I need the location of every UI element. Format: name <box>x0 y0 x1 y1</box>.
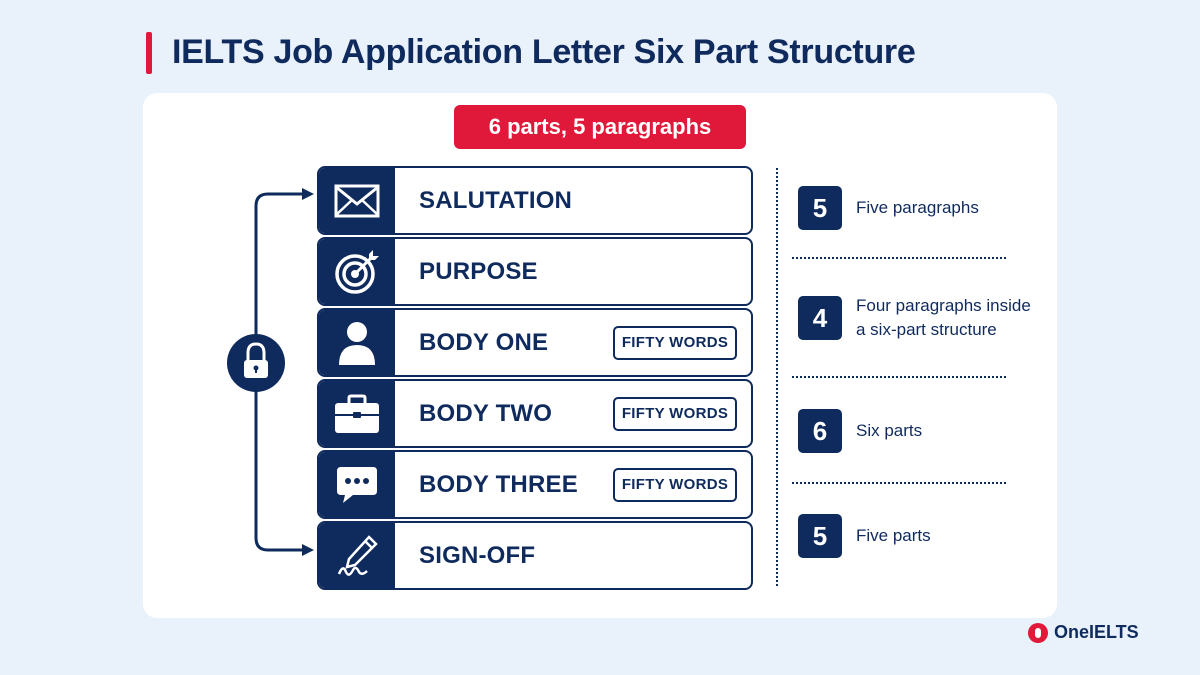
brand-name: OneIELTS <box>1054 622 1139 642</box>
stat-number: 5 <box>798 514 842 558</box>
person-icon <box>319 310 395 375</box>
envelope-icon <box>319 168 395 233</box>
word-count-badge: FIFTY WORDS <box>613 396 737 431</box>
part-row-purpose: PURPOSE <box>317 237 753 306</box>
stat-item: 5 Five parts <box>798 514 931 558</box>
divider-vertical <box>776 168 778 586</box>
stat-text: Five parts <box>856 524 931 548</box>
stat-text: Four paragraphs inside a six-part struct… <box>856 294 1031 342</box>
word-count-badge: FIFTY WORDS <box>613 467 737 502</box>
part-label: BODY THREE <box>419 470 578 498</box>
part-row-body-one: BODY ONE FIFTY WORDS <box>317 308 753 377</box>
part-row-body-three: BODY THREE FIFTY WORDS <box>317 450 753 519</box>
part-label: PURPOSE <box>419 257 538 285</box>
word-count-badge: FIFTY WORDS <box>613 325 737 360</box>
lock-icon <box>227 334 285 392</box>
stat-line: Five parts <box>856 526 931 545</box>
brand-logo: OneIELTS <box>1028 622 1139 643</box>
stat-line: Six parts <box>856 421 923 440</box>
page-title: IELTS Job Application Letter Six Part St… <box>172 33 916 71</box>
divider-horizontal <box>792 257 1006 259</box>
part-row-body-two: BODY TWO FIFTY WORDS <box>317 379 753 448</box>
stat-line: Four paragraphs inside <box>856 296 1031 315</box>
part-label: BODY TWO <box>419 399 553 427</box>
stat-number: 5 <box>798 186 842 230</box>
part-row-salutation: SALUTATION <box>317 166 753 235</box>
brand-mark-icon <box>1028 622 1048 643</box>
chat-bubble-icon <box>319 452 395 517</box>
briefcase-icon <box>319 381 395 446</box>
stat-number: 6 <box>798 409 842 453</box>
stat-number: 4 <box>798 296 842 340</box>
summary-pill: 6 parts, 5 paragraphs <box>454 105 746 149</box>
stat-item: 5 Five paragraphs <box>798 186 979 230</box>
part-label: SIGN-OFF <box>419 541 536 569</box>
stat-text: Five paragraphs <box>856 196 979 220</box>
title-accent-bar <box>146 32 152 74</box>
pen-signature-icon <box>319 523 395 588</box>
target-icon <box>319 239 395 304</box>
stat-line: a six-part structure <box>856 320 997 339</box>
divider-horizontal <box>792 376 1006 378</box>
stat-item: 6 Six parts <box>798 409 922 453</box>
stat-text: Six parts <box>856 419 922 443</box>
stat-line: Five paragraphs <box>856 198 979 217</box>
stat-item: 4 Four paragraphs inside a six-part stru… <box>798 294 1031 342</box>
part-label: BODY ONE <box>419 328 549 356</box>
part-row-sign-off: SIGN-OFF <box>317 521 753 590</box>
part-label: SALUTATION <box>419 186 573 214</box>
divider-horizontal <box>792 482 1006 484</box>
